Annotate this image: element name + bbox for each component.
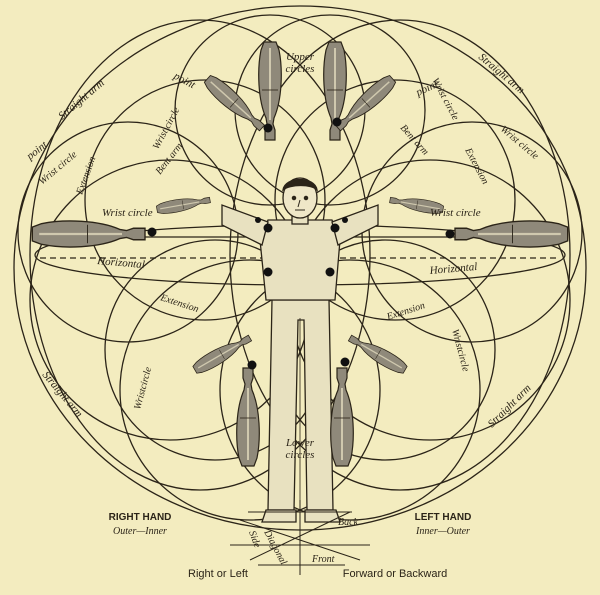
label-right-hand: RIGHT HAND: [109, 512, 172, 523]
club-right-horizontal: [453, 219, 569, 249]
label-wrist-circle-tl: Wrist circle: [37, 149, 80, 187]
pivot-points: [147, 117, 455, 370]
label-lower-circles-2: circles: [286, 449, 315, 461]
label-wrist-circle-left: Wrist circle: [102, 207, 153, 219]
lower-circle-right: [219, 259, 481, 521]
label-diagonal: Diagonal: [261, 527, 289, 567]
label-horizontal-l: Horizontal: [96, 255, 146, 271]
label-lower-circles-1: Lower: [285, 437, 315, 449]
label-extension-tl: Extension: [74, 155, 98, 197]
lower-circle-left: [119, 259, 381, 521]
label-upper-circles-2: circles: [286, 63, 315, 75]
label-point-tc: point: [171, 70, 198, 92]
label-wrist-circle-tr: Wrist circle: [498, 124, 541, 162]
label-extension-bl: Extension: [158, 292, 200, 315]
wrist-circle-upper-right: [274, 79, 516, 321]
straight-arm-circle-left: [29, 19, 371, 491]
label-forward-or-backward: Forward or Backward: [343, 568, 448, 580]
club-bent-left: [155, 193, 212, 217]
human-figure: [221, 177, 379, 523]
label-horizontal-r: Horizontal: [428, 261, 478, 277]
label-straight-arm-tl: Straight arm: [56, 77, 107, 122]
label-point-tl: point: [24, 138, 51, 163]
label-straight-arm-tr: Straight arm: [476, 51, 527, 96]
label-right-hand-sub: Outer—Inner: [113, 526, 167, 537]
label-side: Side: [246, 529, 262, 549]
label-upper-circles-1: Upper: [286, 51, 315, 63]
club-extension-right: [345, 330, 410, 377]
label-back: Back: [338, 517, 359, 528]
label-wrist-circle-right: Wrist circle: [430, 207, 481, 219]
label-wrist-circle-ur: Wrist circle: [429, 76, 461, 122]
label-bent-arm-r: Bent arm: [398, 123, 431, 158]
club-left-horizontal: [31, 219, 147, 249]
foot-position-lines: [230, 500, 370, 575]
wrist-circle-upper-left: [84, 79, 326, 321]
straight-arm-circle-right: [229, 19, 571, 491]
label-front: Front: [311, 554, 335, 565]
label-left-hand-sub: Inner—Outer: [415, 526, 470, 537]
label-wrist-circle-bl: Wristcircle: [132, 365, 154, 410]
label-straight-arm-br: Straight arm: [486, 382, 534, 430]
label-right-or-left: Right or Left: [188, 568, 248, 580]
club-right-down: [329, 367, 355, 467]
label-left-hand: LEFT HAND: [415, 512, 472, 523]
label-straight-arm-bl: Straight arm: [40, 369, 85, 420]
label-extension-tr: Extension: [462, 145, 491, 186]
club-left-down: [235, 367, 261, 467]
club-point-left: [200, 71, 269, 136]
